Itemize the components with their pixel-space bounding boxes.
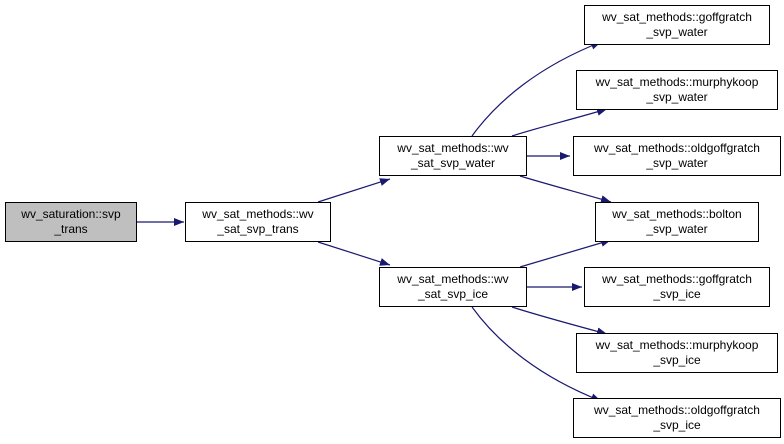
node-label-line2: _sat_svp_ice [417,287,489,301]
node-label-line2: _svp_ice [653,287,701,301]
edge-svp-water-to-goffgratch-water [471,41,602,137]
node-goffgratch-svp-ice[interactable]: wv_sat_methods::goffgratch _svp_ice [584,267,770,307]
edge-svp-trans-to-svp-ice [317,241,391,266]
node-label-line2: _svp_ice [653,418,701,432]
edge-svp-ice-to-oldgoffgratch-ice [471,306,602,402]
node-murphykoop-svp-ice[interactable]: wv_sat_methods::murphykoop _svp_ice [576,333,778,373]
node-wv-saturation-svp-trans[interactable]: wv_saturation::svp _trans [5,202,137,242]
node-wv-sat-svp-trans[interactable]: wv_sat_methods::wv _sat_svp_trans [185,202,331,242]
node-label-line1: wv_sat_methods::wv [397,272,509,286]
edge-svp-water-to-bolton-water [519,175,612,204]
node-label-line1: wv_sat_methods::bolton [612,207,742,221]
node-murphykoop-svp-water[interactable]: wv_sat_methods::murphykoop _svp_water [576,70,778,110]
node-oldgoffgratch-svp-ice[interactable]: wv_sat_methods::oldgoffgratch _svp_ice [573,398,781,438]
node-label-line1: wv_sat_methods::oldgoffgratch [594,403,760,417]
node-label-line2: _svp_water [646,156,708,170]
node-label-line1: wv_saturation::svp [21,207,121,221]
node-label-line1: wv_sat_methods::wv [202,207,314,221]
node-label-line2: _sat_svp_water [410,156,496,170]
node-label-line2: _svp_water [646,222,708,236]
node-label-line1: wv_sat_methods::oldgoffgratch [594,141,760,155]
node-oldgoffgratch-svp-water[interactable]: wv_sat_methods::oldgoffgratch _svp_water [573,136,781,176]
edge-svp-ice-to-bolton-water [519,238,612,268]
node-label-line2: _svp_ice [653,353,701,367]
node-goffgratch-svp-water[interactable]: wv_sat_methods::goffgratch _svp_water [584,5,770,45]
node-bolton-svp-water[interactable]: wv_sat_methods::bolton _svp_water [595,202,759,242]
edge-svp-trans-to-svp-water [317,178,391,203]
edge-svp-ice-to-murphykoop-ice [511,306,608,336]
node-label-line1: wv_sat_methods::goffgratch [602,10,752,24]
node-label-line1: wv_sat_methods::murphykoop [595,75,759,89]
node-wv-sat-svp-water[interactable]: wv_sat_methods::wv _sat_svp_water [379,136,527,176]
node-label-line2: _svp_water [646,90,708,104]
node-wv-sat-svp-ice[interactable]: wv_sat_methods::wv _sat_svp_ice [379,267,527,307]
node-label-line2: _sat_svp_trans [217,222,299,236]
node-label-line1: wv_sat_methods::murphykoop [595,338,759,352]
node-label-line1: wv_sat_methods::wv [397,141,509,155]
node-label-line1: wv_sat_methods::goffgratch [602,272,752,286]
edge-svp-water-to-murphykoop-water [511,108,608,137]
node-label-line2: _trans [54,222,88,236]
node-label-line2: _svp_water [646,25,708,39]
